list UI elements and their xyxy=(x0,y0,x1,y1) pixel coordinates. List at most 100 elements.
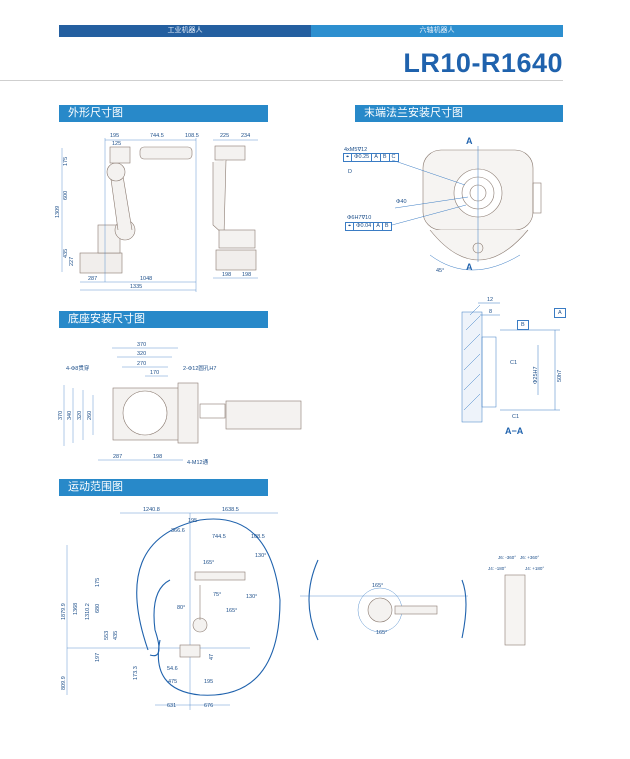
dim-label: 370 xyxy=(58,410,64,420)
dim-label: 170 xyxy=(150,370,160,376)
position-symbol: ⌖ xyxy=(344,154,353,161)
base-top-view-drawing xyxy=(112,382,302,444)
datum: C xyxy=(391,154,396,160)
dim-label: 173.3 xyxy=(133,666,139,680)
dim-label: 435 xyxy=(113,630,119,640)
flange-view-drawing xyxy=(422,149,542,261)
dim-label: 744.5 xyxy=(150,133,164,139)
dim-label: 809.9 xyxy=(61,676,67,690)
section-header-base: 底座安装尺寸图 xyxy=(59,311,268,328)
category-tab-six-axis: 六轴机器人 xyxy=(311,25,563,37)
dim-label: 475 xyxy=(168,679,178,685)
section-header-motion: 运动范围图 xyxy=(59,479,268,496)
dim-label: 108.5 xyxy=(185,133,199,139)
position-symbol: ⌖ xyxy=(346,223,355,230)
angle-label: 165° xyxy=(226,608,238,614)
dim-label: 197 xyxy=(95,652,101,662)
datum: A xyxy=(374,223,383,230)
divider xyxy=(0,80,563,81)
robot-side-view-drawing xyxy=(79,145,257,274)
dim-label: 1335 xyxy=(130,284,143,290)
dim-label: 370 xyxy=(137,342,147,348)
pin-holes-callout: 2-Φ12圆孔H7 xyxy=(183,366,217,372)
dim-label: 108.5 xyxy=(251,534,265,540)
thread-callout: 4xM5∇12 xyxy=(344,147,368,153)
dim-label: 198 xyxy=(242,272,252,278)
dim-label: 680 xyxy=(95,603,101,613)
datum-b: B xyxy=(517,320,529,330)
section-header-flange: 末端法兰安装尺寸图 xyxy=(355,105,563,122)
dim-label: 47 xyxy=(209,653,215,660)
section-aa-drawing xyxy=(461,302,560,423)
section-mark-bottom: A xyxy=(466,262,473,272)
chamfer-label: C1 xyxy=(510,360,518,366)
datum-d: D xyxy=(348,169,352,175)
dim-label: 676 xyxy=(204,703,214,709)
spigot-label: 50h7 xyxy=(557,369,563,382)
dim-label: 195 xyxy=(204,679,214,685)
through-holes-callout: 4-Φ8贯穿 xyxy=(66,366,90,372)
dim-label: 198 xyxy=(222,272,232,278)
dim-label: 8 xyxy=(489,309,493,315)
hole-callout: Φ6H7∇10 xyxy=(347,215,372,221)
dim-label: 744.5 xyxy=(212,534,226,540)
robot-motion-drawing xyxy=(179,571,526,658)
angle-label: 130° xyxy=(255,553,267,559)
angle-label: 75° xyxy=(213,592,222,598)
motion-envelope xyxy=(136,518,467,696)
joint-label: J4: +180° xyxy=(525,566,545,571)
angle-label: 165° xyxy=(203,560,215,566)
dim-label: 175 xyxy=(95,577,101,587)
angle-label: 165° xyxy=(376,630,388,636)
section-aa-title: A−A xyxy=(505,426,524,436)
dim-label: 260 xyxy=(87,410,93,420)
dim-label: 1638.5 xyxy=(222,507,239,513)
dim-label: 227 xyxy=(69,256,75,266)
datum: B xyxy=(384,223,389,229)
dim-label: 631 xyxy=(167,703,177,709)
dim-label: 1879.9 xyxy=(61,603,67,620)
dim-label: 553 xyxy=(104,630,110,640)
dim-label: 1368 xyxy=(73,602,79,615)
datum: B xyxy=(381,154,390,161)
tolerance-value: Φ0.04 xyxy=(354,223,375,230)
dim-label: 287 xyxy=(88,276,98,282)
dim-label: 54.6 xyxy=(167,666,178,672)
dim-label: 340 xyxy=(67,410,73,420)
datum-a: A xyxy=(554,308,566,318)
joint-label: J6: +360° xyxy=(520,555,540,560)
section-header-outline: 外形尺寸图 xyxy=(59,105,268,122)
chamfer-label: C1 xyxy=(512,414,520,420)
dim-label: 1240.8 xyxy=(143,507,160,513)
threads-callout: 4-M12通 xyxy=(187,460,209,466)
dim-label: 600 xyxy=(63,190,69,200)
dim-label: 175 xyxy=(63,156,69,166)
section-mark-top: A xyxy=(466,136,473,146)
dim-label: 234 xyxy=(241,133,251,139)
model-title: LR10-R1640 xyxy=(403,48,563,78)
category-tab-industrial: 工业机器人 xyxy=(59,25,311,37)
dim-label: 195 xyxy=(188,518,198,524)
dim-label: 1310.2 xyxy=(85,603,91,620)
datum: A xyxy=(372,154,381,161)
joint-label: J4: -180° xyxy=(488,566,507,571)
joint-label: J6: -360° xyxy=(498,555,517,560)
dim-label: 1048 xyxy=(140,276,153,282)
dim-label: 270 xyxy=(137,361,147,367)
dim-label: 225 xyxy=(220,133,230,139)
dim-label: 366.6 xyxy=(171,528,185,534)
dia40-label: Φ40 xyxy=(396,199,407,205)
angle-label: 45° xyxy=(436,268,445,274)
dim-label: 195 xyxy=(110,133,120,139)
tolerance-value: Φ0.25 xyxy=(352,154,373,161)
dim-label: 1309 xyxy=(55,205,61,218)
dim-label: 12 xyxy=(487,297,494,303)
angle-label: 80° xyxy=(177,605,186,611)
angle-label: 130° xyxy=(246,594,258,600)
dim-label: 125 xyxy=(112,141,122,147)
dim-label: 287 xyxy=(113,454,123,460)
dim-label: 198 xyxy=(153,454,163,460)
